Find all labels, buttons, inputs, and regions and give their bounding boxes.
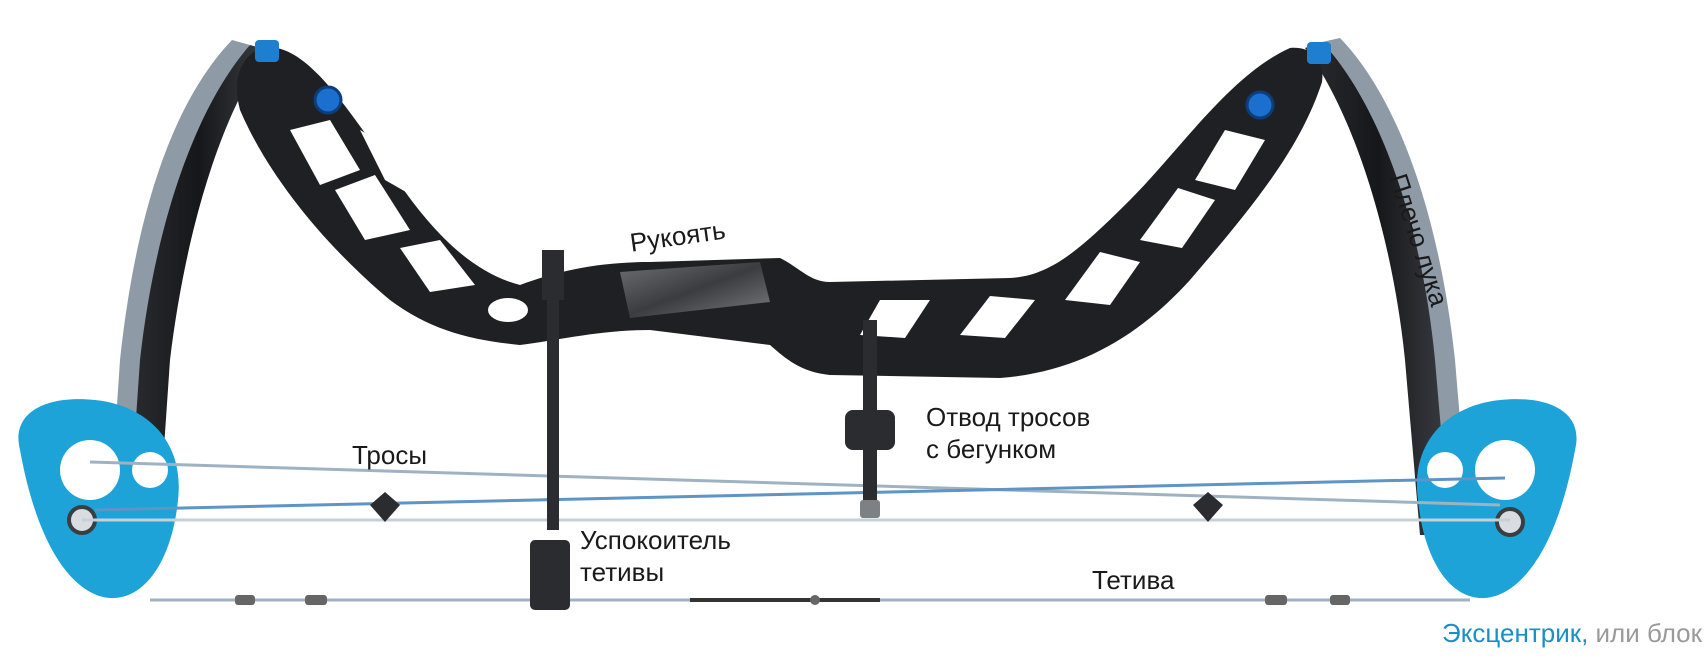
label-suppressor-line1: Успокоитель: [580, 525, 731, 555]
label-cables: Тросы: [352, 440, 428, 470]
string-suppressor: [530, 250, 570, 610]
left-limb: [108, 40, 268, 540]
label-cam-alt: или блок: [1588, 618, 1702, 648]
cables: [82, 460, 1510, 522]
limb-bolt-right: [1245, 42, 1331, 120]
cable-dampers: [370, 492, 1223, 522]
bowstring: [150, 595, 1470, 605]
label-cable-guard-line1: Отвод тросов: [926, 402, 1091, 432]
label-suppressor-line2: тетивы: [580, 557, 665, 587]
left-cam: [18, 399, 179, 599]
right-limb: [1305, 38, 1470, 540]
right-cam: [1416, 399, 1577, 599]
label-string: Тетива: [1092, 565, 1175, 595]
cable-guard: [845, 320, 895, 518]
label-cam: Эксцентрик, или блок: [1442, 618, 1702, 648]
limb-bolt-left: [255, 40, 343, 115]
riser-body: [236, 47, 1323, 378]
label-cam-main: Эксцентрик,: [1442, 618, 1589, 648]
label-cable-guard-line2: с бегунком: [926, 434, 1057, 464]
